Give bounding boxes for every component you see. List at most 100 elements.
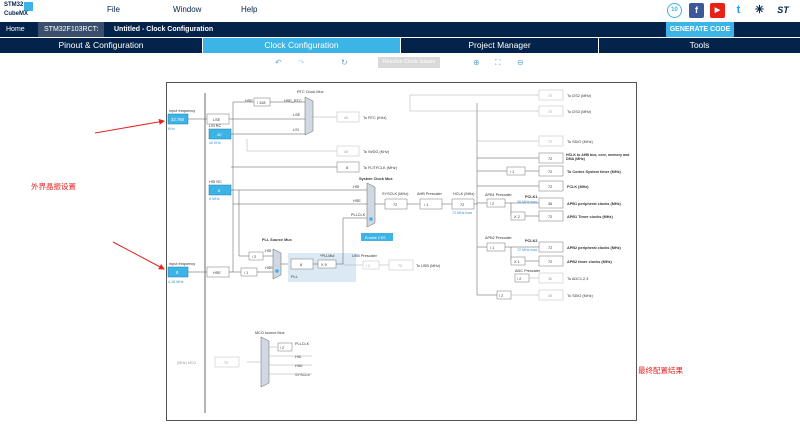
output-adc-label: To ADC1,2,3 [567,277,588,281]
hse-input-value[interactable]: 8 [176,270,179,275]
apb2-max-note: 72 MHz max [517,248,537,252]
sysclk-value: 72 [393,203,397,207]
pll-sig-hsi: HSI [265,249,271,253]
generate-code-button[interactable]: GENERATE CODE [666,22,734,37]
sig-lse: LSE [293,113,301,117]
menu-window[interactable]: Window [173,5,202,14]
output-apb2-periph-label: APB2 peripheral clocks (MHz) [567,246,622,250]
lse-input-value[interactable]: 32.768 [171,117,184,122]
output-apb2-timer-value: 72 [548,260,552,264]
youtube-icon[interactable]: ▶ [710,3,725,18]
output-apb2-timer-field [538,255,564,267]
mco-out-value: 72 [224,361,228,365]
output-fclk-field [538,180,564,192]
output-apb2-periph-field [538,241,564,253]
facebook-icon[interactable]: f [689,3,704,18]
annotation-left: 外界晶振设置 [31,182,76,191]
output-apb1-timer-label: APB1 Timer clocks (MHz) [567,215,613,219]
sysclk-label: SYSCLK (MHz) [382,192,409,196]
mco-in-pllclk: PLLCLK [295,342,310,346]
tab-pinout[interactable]: Pinout & Configuration [0,38,203,53]
fit-icon[interactable]: ⛶ [495,58,501,67]
tab-clock-configuration[interactable]: Clock Configuration [203,38,401,53]
output-cortex-field [538,165,564,177]
breadcrumb-project[interactable]: Untitled - Clock Configuration [108,22,234,37]
resolve-clock-issues-button[interactable]: Resolve Clock Issues [378,57,440,68]
output-apb2-periph-value: 72 [548,246,552,250]
output-cortex-value: 72 [548,170,552,174]
apb2-prescaler-value[interactable]: / 1 [490,246,494,250]
clock-tree-diagram: .t{font-size:3.8px;fill:#333;} .tb{font-… [167,89,629,413]
tab-project-manager[interactable]: Project Manager [401,38,599,53]
ahb-prescaler-value[interactable]: / 1 [424,203,428,207]
cortex-divider-value[interactable]: / 1 [510,170,514,174]
clock-tree-canvas: .t{font-size:3.8px;fill:#333;} .tb{font-… [166,82,637,421]
output-sdio2-label: To SDIO (MHz) [567,294,593,298]
system-clock-mux-label: System Clock Mux [359,177,393,181]
menu-file[interactable]: File [107,5,120,14]
pll-input-value: 8 [300,263,302,267]
apb1-prescaler-value[interactable]: / 2 [490,202,494,206]
sig-hse-label: HSE [245,99,253,103]
pllmul-label: *PLLMul [320,254,335,258]
zoom-in-icon[interactable]: ⊕ [473,58,480,67]
output-apb1-timer-field [538,210,564,222]
mco-source-mux[interactable] [260,336,270,388]
lsi-label: LSI RC [209,124,221,128]
output-hclk-label-wrap: HCLK to AHB bus, core, memory and DMA (M… [566,153,629,161]
mco-in-hse: HSE [295,364,303,368]
hsi-div2-value: / 2 [252,255,256,259]
output-sdio2-field [538,289,564,301]
mco-out-field [214,356,240,368]
redo-icon[interactable]: ↷ [298,58,305,67]
network-icon[interactable]: ✳ [752,3,767,18]
rtc-out-label: To RTC (KHz) [363,116,387,120]
zoom-out-icon[interactable]: ⊖ [517,58,524,67]
st-logo-icon[interactable]: ST [773,3,793,18]
apb2-timer-mul-value: X 1 [514,260,520,264]
hclk-value[interactable]: 72 [460,203,464,207]
reset-icon[interactable]: ↻ [341,58,348,67]
flit-out-field [336,161,360,173]
usb-prescaler-value[interactable]: / 1 [366,264,370,268]
pll-label: PLL [291,275,298,279]
output-adc-value: 36 [548,277,552,281]
hclk-max-note: 72 MHz max [452,211,472,215]
rtc-clock-mux[interactable] [304,96,314,136]
breadcrumb: Home STM32F103RCTx Untitled - Clock Conf… [0,22,800,37]
pllmul-value[interactable]: X 9 [321,263,327,267]
menu-help[interactable]: Help [241,5,258,14]
system-clock-mux[interactable] [366,182,376,228]
version-badge-icon[interactable]: 10 [667,3,682,18]
twitter-icon[interactable]: t [731,3,746,18]
hse-input-label: Input frequency [169,262,195,266]
system-mux-selected-dot[interactable] [369,217,373,221]
enable-css-label[interactable]: Enable CSS [365,236,386,240]
iwdg-out-label: To IWDG (KHz) [363,150,390,154]
output-fclk-label: FCLK (MHz) [567,185,589,189]
ahb-prescaler-label: AHB Prescaler [417,192,443,196]
output-apb1-timer-value: 72 [548,215,552,219]
undo-icon[interactable]: ↶ [275,58,282,67]
sys-sig-pllclk: PLLCLK [351,213,366,217]
menu-bar: STM32 CubeMX File Window Help 10 f ▶ t ✳… [0,0,800,22]
lse-input-label: Input frequency [169,109,195,113]
pll-mux-selected-dot[interactable] [275,269,279,273]
adc-prescaler-value[interactable]: / 2 [517,277,521,281]
breadcrumb-chip[interactable]: STM32F103RCTx [38,22,104,37]
iwdg-out-value: 40 [344,150,348,154]
pclk2-label: PCLK2 [525,239,537,243]
chevron-right-icon [30,22,36,36]
lsi-value: 40 [217,132,222,137]
breadcrumb-home[interactable]: Home [0,22,36,37]
pll-source-mux[interactable] [272,248,282,280]
tab-tools[interactable]: Tools [689,40,710,50]
apb1-prescaler-label: APB1 Prescaler [485,193,513,197]
output-apb1-periph-label: APB1 peripheral clocks (MHz) [567,202,622,206]
enable-css-button[interactable] [361,233,393,241]
mco-mux-label: MCO source Mux [255,331,285,335]
hse-prescaler-value[interactable]: / 1 [244,271,248,275]
mco-in-hsi: HSI [295,355,301,359]
sig-lsi: LSI [293,128,299,132]
hse-rtc-divider-value[interactable]: / 128 [257,101,265,105]
